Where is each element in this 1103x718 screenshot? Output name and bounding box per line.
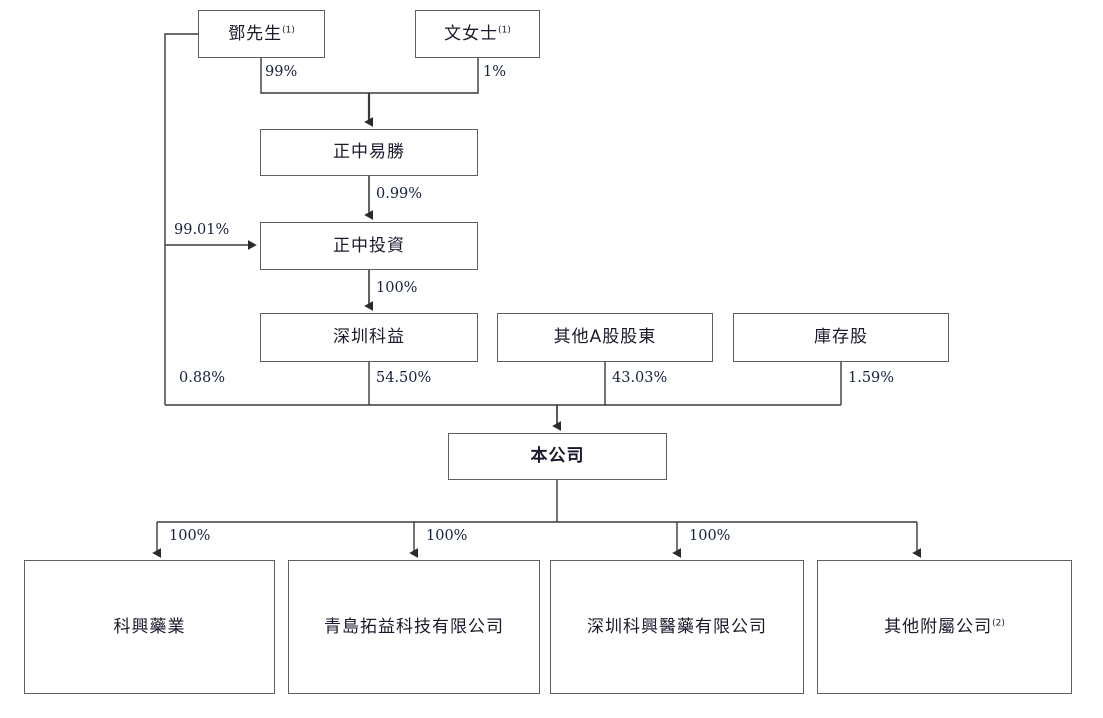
- node-treasury-shares[interactable]: 庫存股: [733, 313, 949, 362]
- edge-label-deng-to-zztz: 99.01%: [174, 222, 230, 238]
- edge-label-company-to-qdty: 100%: [426, 528, 468, 544]
- edge-label-deng-to-zzys: 99%: [265, 64, 298, 80]
- node-label: 本公司: [530, 446, 585, 467]
- edge-label-zzys-to-zztz: 0.99%: [376, 186, 423, 202]
- edge-label-company-to-szkxyy: 100%: [689, 528, 731, 544]
- node-label: 科興藥業: [113, 616, 186, 637]
- node-other-a-share-holders[interactable]: 其他A股股東: [497, 313, 713, 362]
- node-label: 其他附屬公司(2): [884, 616, 1005, 637]
- edge-label-deng-to-company: 0.88%: [179, 370, 226, 386]
- node-qingdao-tuoyi[interactable]: 青島拓益科技有限公司: [288, 560, 540, 694]
- node-shenzhen-kexing-medicine[interactable]: 深圳科興醫藥有限公司: [550, 560, 804, 694]
- node-label: 其他A股股東: [553, 327, 657, 348]
- node-the-company[interactable]: 本公司: [448, 433, 667, 480]
- node-kexing-pharma[interactable]: 科興藥業: [24, 560, 275, 694]
- node-label: 深圳科益: [333, 327, 405, 348]
- node-label: 正中易勝: [333, 142, 405, 163]
- edge-label-wen-to-zzys: 1%: [483, 64, 507, 80]
- node-label: 庫存股: [814, 327, 868, 348]
- node-zhengzhong-yisheng[interactable]: 正中易勝: [260, 129, 478, 176]
- edge-label-zztz-to-szky: 100%: [376, 280, 418, 296]
- edge-label-company-to-kxyy: 100%: [169, 528, 211, 544]
- node-wen-ms[interactable]: 文女士(1): [415, 10, 540, 58]
- node-label: 鄧先生(1): [228, 23, 295, 44]
- node-deng-mr[interactable]: 鄧先生(1): [198, 10, 325, 58]
- node-label: 深圳科興醫藥有限公司: [587, 616, 767, 637]
- node-other-subsidiaries[interactable]: 其他附屬公司(2): [817, 560, 1072, 694]
- node-label: 青島拓益科技有限公司: [324, 616, 504, 637]
- node-shenzhen-keyi[interactable]: 深圳科益: [260, 313, 478, 362]
- edge-label-treasury-to-company: 1.59%: [848, 370, 895, 386]
- node-label: 正中投資: [333, 235, 405, 256]
- edge-label-othera-to-company: 43.03%: [612, 370, 668, 386]
- node-label: 文女士(1): [444, 23, 511, 44]
- edge-label-szky-to-company: 54.50%: [376, 370, 432, 386]
- node-zhengzhong-investment[interactable]: 正中投資: [260, 222, 478, 270]
